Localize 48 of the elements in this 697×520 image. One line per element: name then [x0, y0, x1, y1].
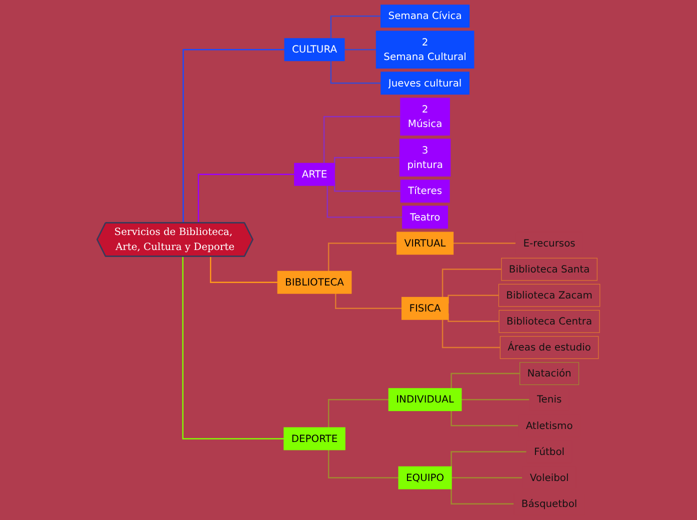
node-box: Teatro: [402, 206, 448, 229]
connector: [452, 242, 516, 244]
node-box: Semana Cívica: [380, 4, 470, 28]
connector: [460, 399, 530, 400]
node-box: BIBLIOTECA: [277, 270, 352, 294]
connector: [326, 186, 402, 218]
node-box: Títeres: [400, 180, 450, 203]
node-box: 3 pintura: [399, 138, 451, 177]
node-text: Básquetbol: [521, 498, 578, 510]
node-box: Biblioteca Centra: [498, 310, 600, 333]
connector: [450, 372, 520, 388]
connector: [344, 49, 376, 50]
connector: [450, 488, 514, 504]
node-box: Biblioteca Santa: [501, 258, 598, 281]
connector: [335, 294, 402, 310]
connector: [328, 242, 397, 272]
node-box: Áreas de estudio: [500, 336, 599, 359]
node-box: ARTE: [294, 162, 335, 186]
connector: [442, 320, 500, 348]
connector: [450, 410, 518, 426]
connector: [442, 268, 502, 298]
connector: [330, 16, 381, 38]
node-box: EQUIPO: [398, 466, 452, 490]
node-box: Jueves cultural: [380, 72, 470, 95]
node-box: CULTURA: [284, 38, 345, 62]
node-box: FISICA: [402, 296, 449, 320]
node-text: Fútbol: [534, 446, 565, 458]
node-text: E-recursos: [523, 237, 576, 249]
node-box: DEPORTE: [284, 427, 346, 450]
node-box: 2 Música: [400, 98, 450, 136]
connector: [450, 477, 522, 478]
node-box: Natación: [520, 362, 580, 386]
connector: [198, 174, 294, 224]
connector: [182, 49, 285, 224]
connector: [182, 256, 284, 440]
node-text: Tenis: [536, 393, 562, 406]
node-text: Voleibol: [530, 472, 569, 484]
connector: [328, 399, 389, 428]
node-text: Atletismo: [526, 419, 573, 432]
node-box: 2 Semana Cultural: [376, 30, 474, 69]
connector: [323, 116, 400, 164]
connector: [450, 451, 527, 467]
node-box: INDIVIDUAL: [388, 388, 462, 412]
node-box: VIRTUAL: [396, 232, 454, 255]
connector: [210, 256, 278, 283]
connector: [328, 450, 399, 478]
node-box: Biblioteca Zacam: [498, 284, 600, 307]
connector: [330, 60, 381, 84]
